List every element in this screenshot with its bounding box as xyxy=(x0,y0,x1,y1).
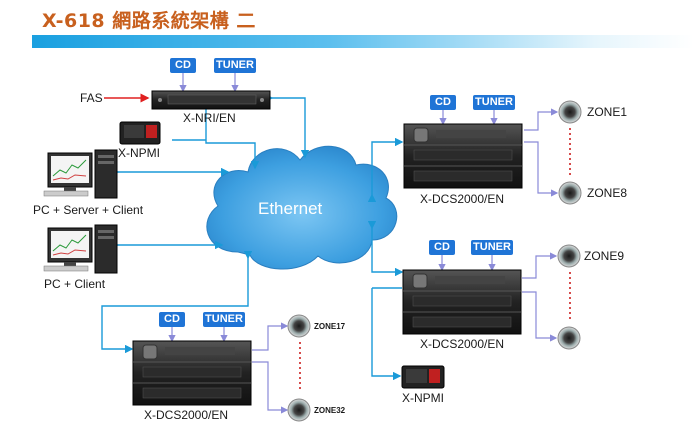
title-banner xyxy=(32,35,694,48)
link-npmi-bottom xyxy=(371,288,402,381)
nri-label: X-NRI/EN xyxy=(183,111,236,125)
zone17-label: ZONE17 xyxy=(314,322,346,331)
dcs-top-tuner-tag: TUNER xyxy=(473,95,515,110)
pc-server-client xyxy=(43,149,118,199)
zone1-label: ZONE1 xyxy=(587,105,628,119)
speaker-zone9 xyxy=(557,244,581,268)
dcs-top-label: X-DCS2000/EN xyxy=(420,192,505,206)
zone9-label: ZONE9 xyxy=(584,249,625,263)
nri-tuner-tag: TUNER xyxy=(214,58,256,73)
speaker-links xyxy=(252,108,559,414)
dcs-mid-label: X-DCS2000/EN xyxy=(420,337,505,351)
network-links xyxy=(101,93,404,381)
dcs-bottom-cd-tag: CD xyxy=(159,312,185,327)
npmi-bottom-label: X-NPMI xyxy=(402,391,444,405)
x-nri-device xyxy=(151,90,271,110)
dcs-bottom-tuner-tag: TUNER xyxy=(203,312,245,327)
speaker-zone1 xyxy=(558,100,582,124)
npmi-top-label: X-NPMI xyxy=(118,146,160,160)
speaker-zone32 xyxy=(287,398,311,422)
speaker-zone16 xyxy=(557,326,581,350)
x-npmi-top-device xyxy=(119,121,161,145)
speaker-zone17 xyxy=(287,314,311,338)
link-nri-cloud xyxy=(265,93,310,159)
zone32-label: ZONE32 xyxy=(314,406,346,415)
x-dcs-top-right-device xyxy=(403,123,523,189)
audio-source-links xyxy=(168,73,498,343)
dcs-mid-cd-tag: CD xyxy=(429,240,455,255)
fas-label: FAS xyxy=(80,91,103,105)
dcs-bottom-label: X-DCS2000/EN xyxy=(144,408,229,422)
link-nri-npmi xyxy=(205,108,260,170)
dcs-mid-tuner-tag: TUNER xyxy=(471,240,513,255)
ethernet-cloud xyxy=(206,145,398,270)
speaker-zone8 xyxy=(558,181,582,205)
link-dcs-bottom xyxy=(101,251,253,354)
pc-client xyxy=(43,224,118,274)
pc-server-label: PC + Server + Client xyxy=(33,203,144,217)
zone-range-dots xyxy=(299,128,571,392)
nri-cd-tag: CD xyxy=(170,58,196,73)
zone8-label: ZONE8 xyxy=(587,186,628,200)
x-dcs-bottom-left-device xyxy=(132,340,252,406)
x-dcs-mid-right-device xyxy=(402,269,522,335)
ethernet-label: Ethernet xyxy=(258,199,323,218)
link-dcs-top xyxy=(367,137,404,202)
link-dcs-mid xyxy=(367,221,404,277)
dcs-top-cd-tag: CD xyxy=(430,95,456,110)
pc-client-label: PC + Client xyxy=(44,277,106,291)
x-npmi-bottom-device xyxy=(401,365,445,389)
page-title: X-618 網路系統架構 二 xyxy=(42,10,256,32)
